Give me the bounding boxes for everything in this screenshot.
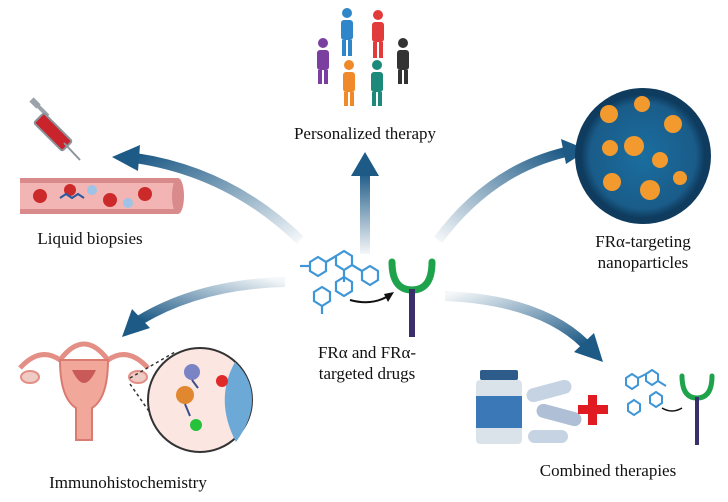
label-combined-therapies: Combined therapies xyxy=(539,461,677,480)
drug-molecule-icon xyxy=(625,368,667,417)
label-personalized-therapy: Personalized therapy xyxy=(293,124,437,143)
arrow-left-up xyxy=(112,145,304,244)
drug-molecule-icon xyxy=(300,249,380,314)
receptor-icon xyxy=(388,258,436,337)
label-liquid-biopsies: Liquid biopsies xyxy=(37,229,143,248)
binding-arrowhead xyxy=(384,292,394,302)
binding-arrow-small xyxy=(661,407,683,412)
nanoparticle-icon xyxy=(575,88,711,224)
capsule-icon xyxy=(526,379,582,443)
arrow-up xyxy=(351,152,379,254)
label-nanoparticles-line2: nanoparticles xyxy=(597,253,689,272)
zoom-line-top xyxy=(129,351,176,379)
arrow-right-up xyxy=(433,139,588,243)
label-center-line2: targeted drugs xyxy=(318,364,416,383)
label-center-line1: FRα and FRα- xyxy=(317,343,417,362)
label-center: FRα and FRα- targeted drugs xyxy=(282,342,452,384)
syringe-icon xyxy=(29,97,81,161)
label-nanoparticles-line1: FRα-targeting xyxy=(595,232,691,251)
arrow-right-down xyxy=(444,291,603,362)
uterus-icon xyxy=(18,341,150,441)
label-nanoparticles: FRα-targeting nanoparticles xyxy=(578,231,708,273)
tissue-zoom-icon xyxy=(147,347,253,453)
blood-vessel-icon xyxy=(20,178,184,214)
plus-icon xyxy=(578,395,608,425)
people-icon xyxy=(317,8,409,106)
arrow-left-down xyxy=(122,277,286,337)
pill-bottle-icon xyxy=(476,370,522,444)
binding-arrow xyxy=(349,295,389,304)
label-immunohistochemistry: Immunohistochemistry xyxy=(49,473,207,492)
receptor-icon xyxy=(679,373,715,445)
